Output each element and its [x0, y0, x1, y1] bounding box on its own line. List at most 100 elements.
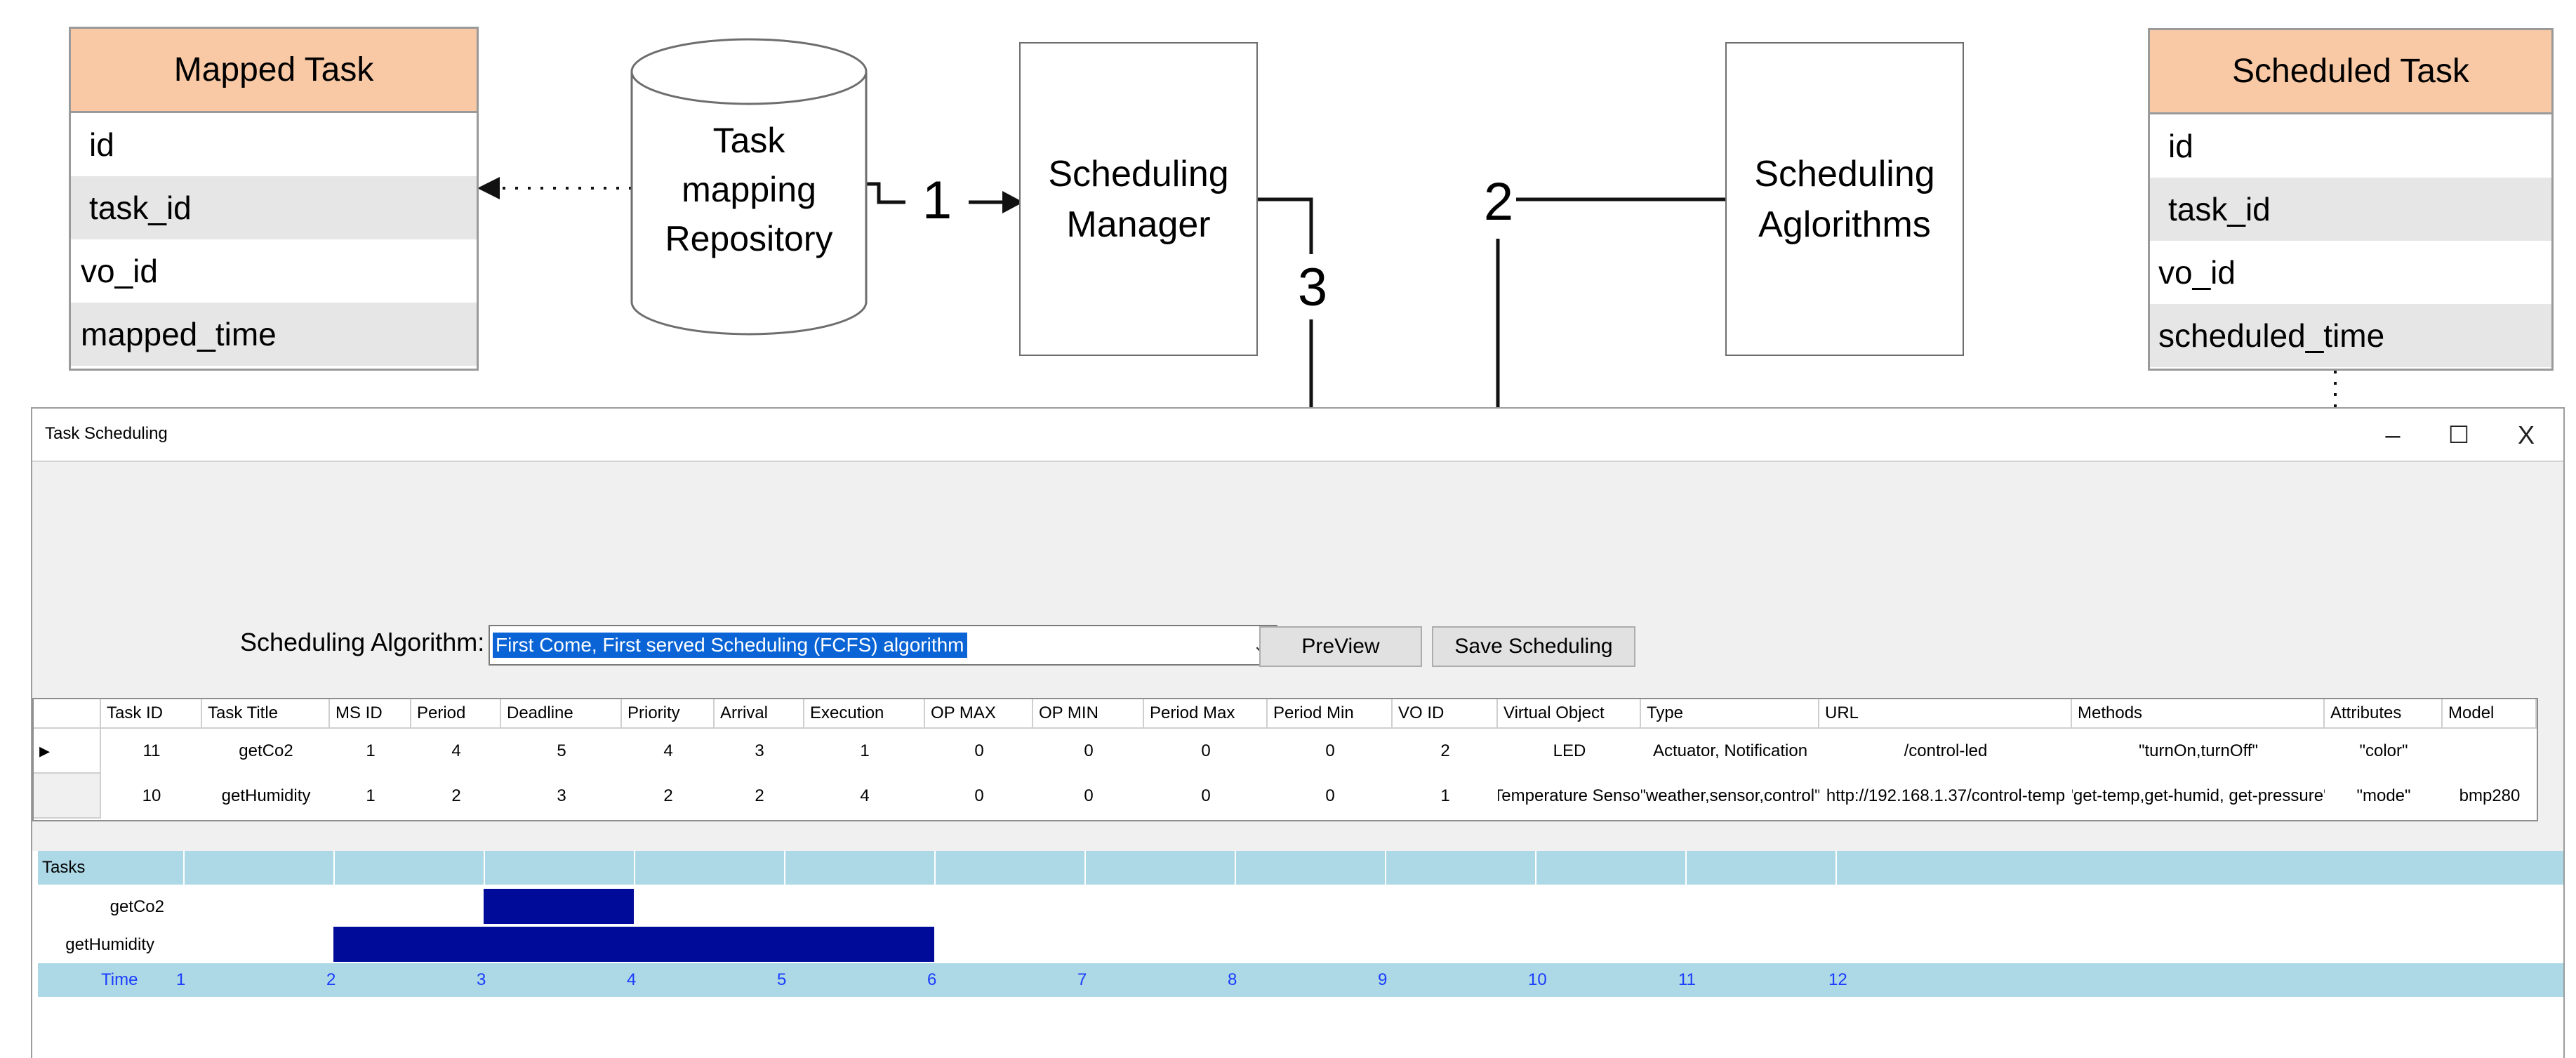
table-cell[interactable]: 0	[974, 786, 984, 805]
mapped-task-title: Mapped Task	[71, 29, 477, 113]
gantt-time-label: Time	[101, 970, 138, 989]
table-cell[interactable]: 2	[1440, 741, 1450, 760]
scheduled-task-field-vo-id: vo_id	[2158, 254, 2236, 291]
mapped-task-field-id: id	[89, 126, 114, 163]
column-header[interactable]: Period Min	[1268, 699, 1393, 729]
table-cell[interactable]: 11	[142, 741, 161, 760]
table-cell[interactable]: /control-led	[1904, 741, 1988, 760]
scheduled-task-field-scheduled-time: scheduled_time	[2150, 304, 2551, 367]
table-cell[interactable]: 0	[1201, 786, 1211, 805]
manager-line1: Scheduling	[1048, 153, 1229, 194]
column-header[interactable]: Task Title	[202, 699, 330, 729]
column-header[interactable]: Task ID	[101, 699, 202, 729]
gantt-gridline	[1084, 851, 1086, 885]
algorithm-select[interactable]: First Come, First served Scheduling (FCF…	[489, 625, 1277, 666]
time-tick-label: 9	[1378, 970, 1388, 989]
connector-label-3: 3	[1297, 258, 1328, 317]
table-cell[interactable]: 0	[1201, 741, 1211, 760]
gantt-bar[interactable]	[333, 927, 934, 962]
table-cell[interactable]: 3	[557, 786, 566, 805]
table-cell[interactable]: getCo2	[239, 741, 293, 760]
current-row-indicator-icon[interactable]: ▸	[34, 729, 101, 774]
table-cell[interactable]: 0	[1084, 786, 1094, 805]
gantt-gridline	[183, 851, 185, 885]
table-cell[interactable]: 4	[860, 786, 870, 805]
gantt-bar[interactable]	[484, 889, 634, 924]
time-tick-label: 5	[777, 970, 787, 989]
gantt-gridline	[1235, 851, 1236, 885]
table-cell[interactable]: 1	[1440, 786, 1450, 805]
window-titlebar[interactable]: Task Scheduling – ☐ X	[32, 409, 2563, 462]
mapped-task-field-task-id: task_id	[71, 176, 477, 239]
diagram-connectors	[477, 38, 2345, 421]
arrowhead-mapped	[477, 177, 500, 199]
row-header-corner	[34, 699, 101, 729]
table-cell[interactable]: 4	[663, 741, 673, 760]
table-cell[interactable]: 1	[366, 786, 376, 805]
minimize-button[interactable]: –	[2385, 420, 2401, 450]
time-tick-label: 12	[1828, 970, 1847, 989]
table-cell[interactable]: "get-temp,get-humid, get-pressure"	[2072, 786, 2325, 805]
table-cell[interactable]: "turnOn,turnOff"	[2138, 741, 2258, 760]
table-cell[interactable]: 1	[860, 741, 870, 760]
table-cell[interactable]: Temperature Sensor	[1498, 786, 1641, 805]
table-cell[interactable]: LED	[1553, 741, 1586, 760]
table-cell[interactable]: 10	[142, 786, 161, 805]
algorithms-line1: Scheduling	[1754, 153, 1935, 194]
time-tick-label: 2	[326, 970, 336, 989]
column-header[interactable]: Model	[2443, 699, 2537, 729]
gantt-task-label: getCo2	[109, 897, 164, 916]
table-cell[interactable]: 3	[755, 741, 764, 760]
time-tick-label: 1	[176, 970, 186, 989]
column-header[interactable]: Virtual Object	[1498, 699, 1641, 729]
preview-button[interactable]: PreView	[1259, 626, 1422, 667]
column-header[interactable]: OP MAX	[925, 699, 1033, 729]
table-cell[interactable]	[2443, 729, 2537, 774]
table-cell[interactable]: getHumidity	[221, 786, 311, 805]
time-tick-label: 10	[1528, 970, 1547, 989]
table-cell[interactable]: 2	[755, 786, 764, 805]
column-header[interactable]: Priority	[622, 699, 715, 729]
table-cell[interactable]: 4	[451, 741, 461, 760]
row-selector[interactable]	[34, 774, 101, 819]
arrowhead-manager	[1002, 191, 1023, 213]
column-header[interactable]: Methods	[2072, 699, 2325, 729]
gantt-gridline	[934, 851, 936, 885]
table-cell[interactable]: "mode"	[2356, 786, 2411, 805]
column-header[interactable]: URL	[1819, 699, 2072, 729]
column-header[interactable]: Period Max	[1144, 699, 1268, 729]
task-scheduling-window: Task Scheduling – ☐ X Scheduling Algorit…	[31, 407, 2565, 1058]
table-cell[interactable]: 2	[663, 786, 673, 805]
table-cell[interactable]: 0	[1325, 741, 1335, 760]
column-header[interactable]: Execution	[804, 699, 925, 729]
table-cell[interactable]: "weather,sensor,control"	[1641, 786, 1819, 805]
table-cell[interactable]: 0	[1325, 786, 1335, 805]
gantt-gridline	[1685, 851, 1687, 885]
table-cell[interactable]: 0	[974, 741, 984, 760]
column-header[interactable]: Period	[411, 699, 501, 729]
algorithm-selected-value: First Come, First served Scheduling (FCF…	[493, 633, 967, 658]
column-header[interactable]: MS ID	[330, 699, 411, 729]
table-cell[interactable]: bmp280	[2459, 786, 2521, 805]
table-cell[interactable]: "color"	[2359, 741, 2408, 760]
column-header[interactable]: OP MIN	[1033, 699, 1144, 729]
table-cell[interactable]: 5	[557, 741, 566, 760]
time-tick-label: 8	[1228, 970, 1237, 989]
repository-line1: Task	[712, 121, 785, 160]
column-header[interactable]: Attributes	[2325, 699, 2443, 729]
maximize-button[interactable]: ☐	[2448, 422, 2470, 449]
column-header[interactable]: Deadline	[501, 699, 622, 729]
save-scheduling-button[interactable]: Save Scheduling	[1432, 626, 1635, 667]
scheduled-task-field-id: id	[2168, 128, 2193, 164]
column-header[interactable]: Arrival	[715, 699, 804, 729]
gantt-gridline	[1835, 851, 1837, 885]
column-header[interactable]: VO ID	[1393, 699, 1498, 729]
table-cell[interactable]: 2	[451, 786, 461, 805]
table-cell[interactable]: Actuator, Notification	[1652, 741, 1808, 760]
close-button[interactable]: X	[2517, 421, 2535, 449]
table-cell[interactable]: 0	[1084, 741, 1094, 760]
table-cell[interactable]: 1	[366, 741, 376, 760]
table-cell[interactable]: http://192.168.1.37/control-temp	[1826, 786, 2066, 805]
column-header[interactable]: Type	[1641, 699, 1819, 729]
